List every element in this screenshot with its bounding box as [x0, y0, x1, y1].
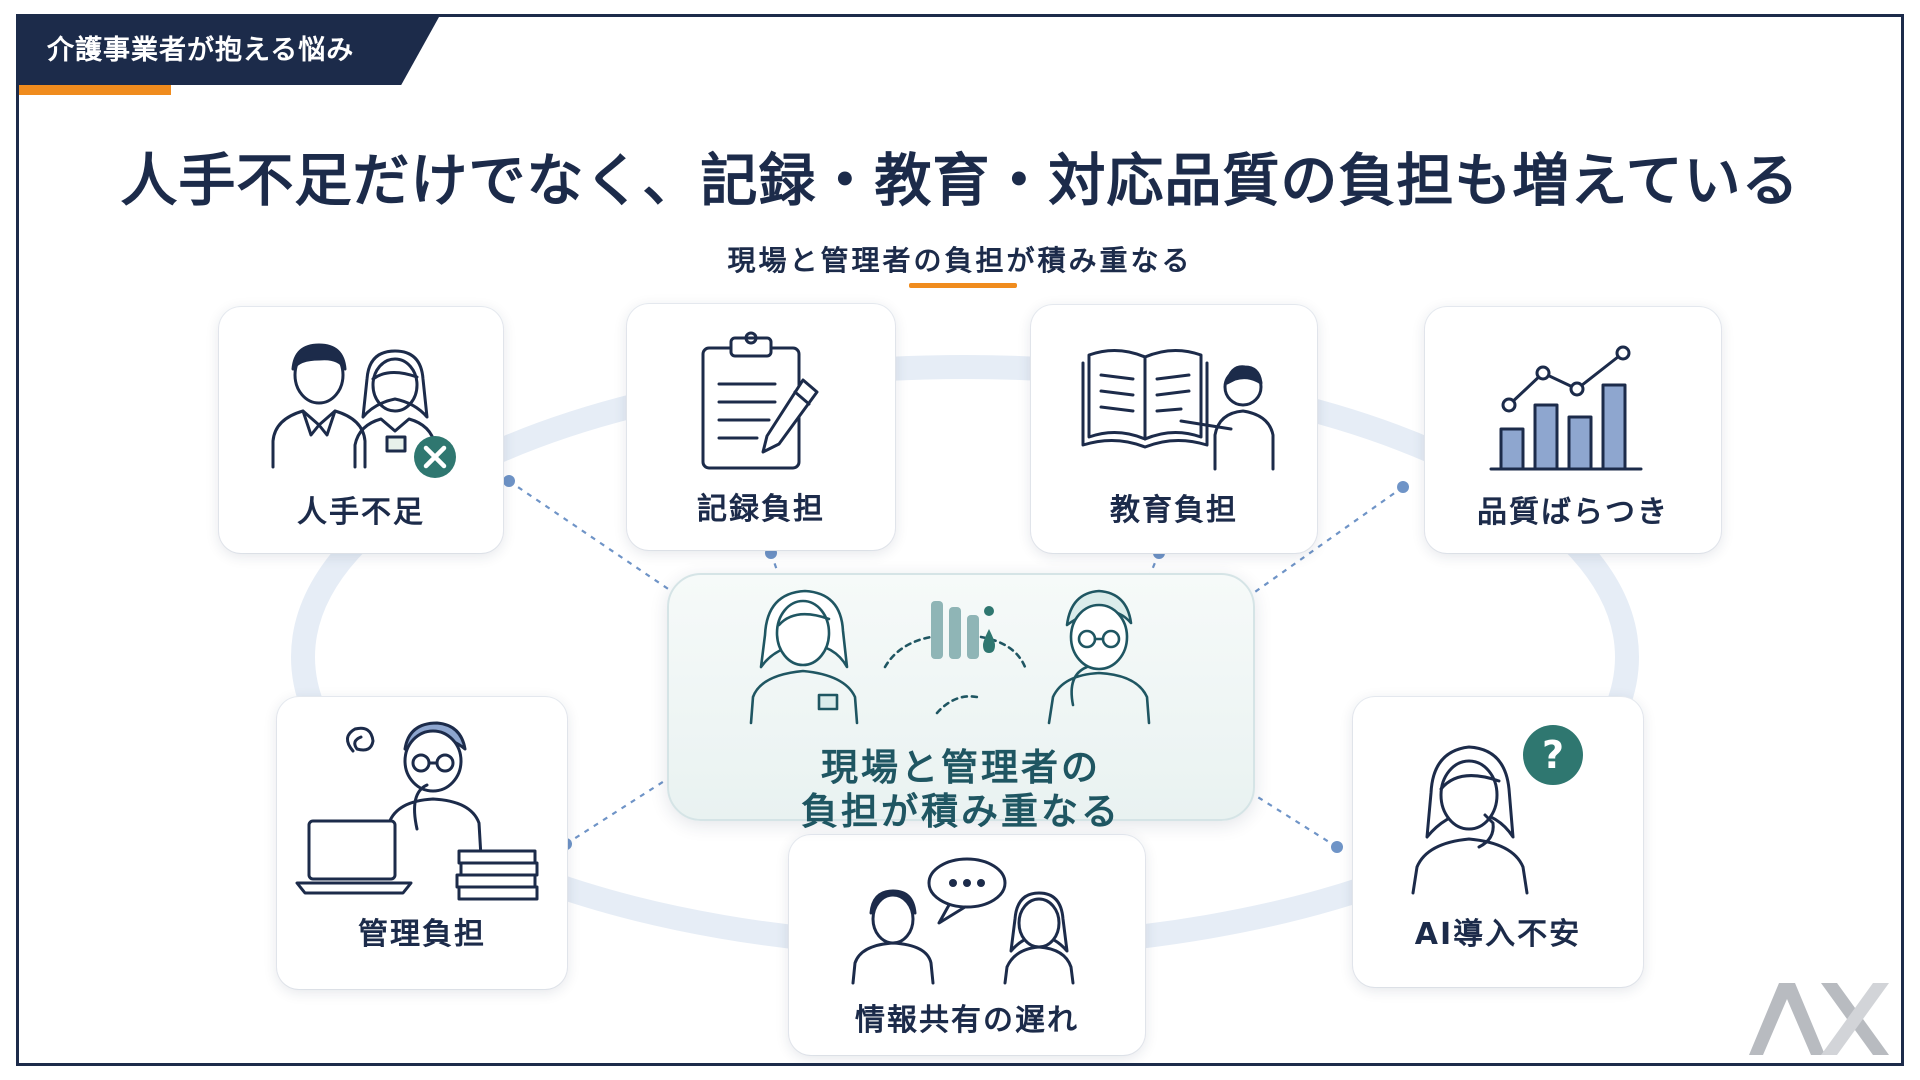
connector-dot [1397, 481, 1409, 493]
card-label: 情報共有の遅れ [855, 1003, 1079, 1038]
staff-shortage-icon [271, 343, 456, 478]
card-record-burden: 記録負担 [627, 304, 895, 550]
connector-dot [1331, 841, 1343, 853]
connector-management [565, 768, 684, 845]
manager-laptop-icon [295, 721, 539, 901]
center-title-line-1: 現場と管理者の [821, 746, 1101, 789]
card-education-burden: 教育負担 [1031, 305, 1317, 553]
svg-text:?: ? [1542, 733, 1564, 777]
card-quality-variance: 品質ばらつき [1425, 307, 1721, 553]
card-label: 管理負担 [358, 917, 486, 952]
worried-staff-and-manager-icon [749, 589, 1151, 725]
headline: 人手不足だけでなく、記録・教育・対応品質の負担も増えている [120, 148, 1800, 214]
connector-dot [503, 475, 515, 487]
card-label: 記録負担 [697, 492, 825, 527]
bar-chart-icon [1489, 345, 1643, 471]
card-staff-shortage: 人手不足 [219, 307, 503, 553]
open-book-icon [1081, 349, 1275, 471]
connector-staff-shortage [508, 480, 684, 600]
section-tag: 介護事業者が抱える悩み [19, 17, 439, 85]
connector-ai [1244, 788, 1338, 848]
card-info-sharing-delay: 情報共有の遅れ [789, 835, 1145, 1055]
card-ai-anxiety: ? AI導入不安 [1353, 697, 1643, 987]
card-label: AI導入不安 [1414, 917, 1582, 952]
center-summary-card: 現場と管理者の 負担が積み重なる [667, 573, 1255, 833]
card-management-burden: 管理負担 [277, 697, 567, 989]
question-badge-icon [1523, 725, 1583, 785]
tag-accent-bar [19, 85, 171, 95]
conversation-icon [851, 857, 1075, 985]
question-person-icon: ? [1411, 725, 1583, 895]
connector-dot [765, 547, 777, 559]
card-label: 人手不足 [297, 495, 425, 530]
clipboard-pen-icon [701, 331, 819, 470]
ax-logo [1749, 983, 1889, 1055]
subheadline-underline [909, 283, 1017, 288]
center-title-line-2: 負担が積み重なる [801, 790, 1121, 833]
card-label: 教育負担 [1110, 493, 1238, 528]
card-label: 品質ばらつき [1477, 495, 1669, 530]
slide: 介護事業者が抱える悩み 人手不足だけでなく、記録・教育・対応品質の負担も増えてい… [16, 14, 1904, 1066]
subheadline: 現場と管理者の負担が積み重なる [727, 244, 1193, 277]
